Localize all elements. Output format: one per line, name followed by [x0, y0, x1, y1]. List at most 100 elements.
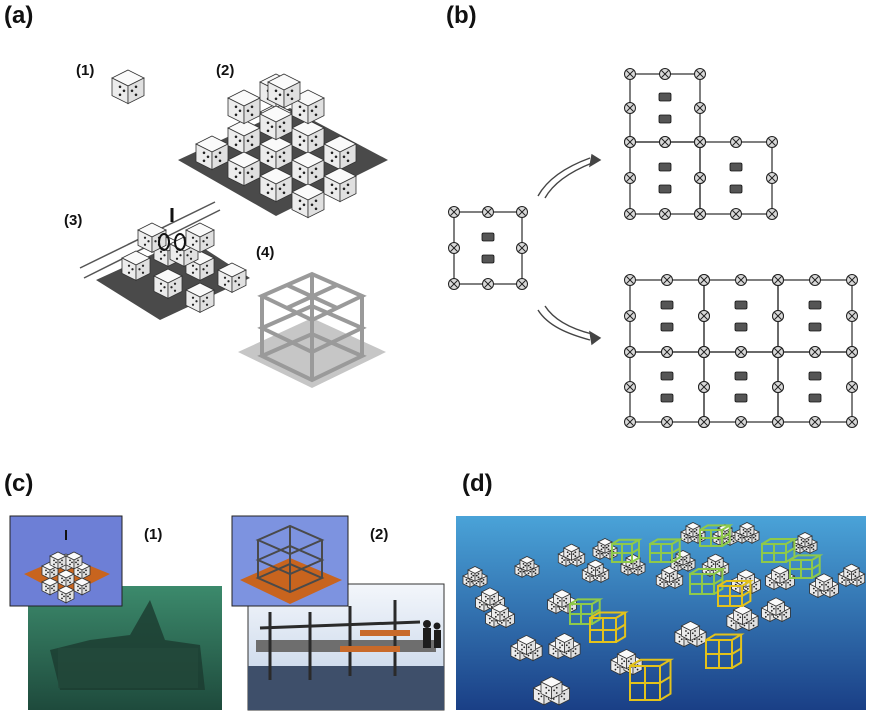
- grid-node: [694, 102, 706, 114]
- pyramid-cube: [227, 151, 261, 187]
- panel-a-illustrations: [79, 69, 388, 388]
- seabed-cube-cluster: [842, 563, 861, 581]
- grid-node: [624, 416, 636, 428]
- panel-c-sub2-label: (2): [370, 526, 389, 543]
- pyramid-cube: [323, 167, 357, 203]
- panel-c-sub1-label: (1): [144, 526, 163, 543]
- grid-node: [516, 206, 528, 218]
- grid-node: [809, 346, 821, 358]
- assembly-cube: [121, 250, 151, 282]
- seabed-cube-cluster: [519, 556, 535, 572]
- grid-node: [846, 416, 858, 428]
- anchor-block: [808, 322, 822, 332]
- grid-node: [624, 68, 636, 80]
- grid-node: [698, 310, 710, 322]
- seabed-cube-cluster: [562, 543, 581, 561]
- anchor-block: [658, 162, 672, 172]
- grid-node: [730, 136, 742, 148]
- grid-node: [659, 208, 671, 220]
- grid-node: [698, 381, 710, 393]
- grid-node: [772, 416, 784, 428]
- grid-node: [448, 242, 460, 254]
- inset-cube: [41, 561, 59, 580]
- grid-cell: [703, 279, 779, 353]
- grid-node: [735, 346, 747, 358]
- grid-node: [448, 278, 460, 290]
- grid-node: [624, 172, 636, 184]
- pyramid-cube: [323, 135, 357, 171]
- seabed-cube-cluster: [516, 635, 537, 656]
- grid-node: [516, 278, 528, 290]
- anchor-block: [660, 371, 674, 381]
- seabed-cube-cluster: [770, 565, 790, 585]
- grid-node: [661, 416, 673, 428]
- panel-d-seabed-render: [456, 516, 866, 710]
- panel-c-label: (c): [4, 470, 34, 497]
- grid-node: [698, 274, 710, 286]
- seabed-cube-cluster: [732, 605, 753, 626]
- grid-node: [809, 274, 821, 286]
- seabed-cube-cluster: [540, 676, 563, 700]
- grid-node: [624, 381, 636, 393]
- pyramid-cube: [195, 135, 229, 171]
- anchor-block: [658, 92, 672, 102]
- pyramid-top-cube: [267, 73, 301, 109]
- seabed-cube-cluster: [586, 559, 605, 577]
- seabed-cube-cluster: [814, 573, 834, 593]
- seabed-cube-cluster: [685, 522, 701, 538]
- panel-a-sub4-label: (4): [256, 244, 275, 261]
- grid-node: [624, 346, 636, 358]
- grid-node: [516, 242, 528, 254]
- arrow-down-icon: [537, 309, 591, 341]
- seabed-frame: [699, 524, 734, 547]
- panel-a-sub2-label: (2): [216, 62, 235, 79]
- seabed-cube-cluster: [467, 566, 483, 582]
- seabed-frame: [789, 554, 824, 579]
- seabed-cube-cluster: [597, 538, 613, 554]
- grid-node: [735, 416, 747, 428]
- anchor-block: [734, 322, 748, 332]
- anchor-block: [808, 393, 822, 403]
- pyramid-cube: [227, 119, 261, 155]
- grid-node: [772, 346, 784, 358]
- grid-node: [624, 102, 636, 114]
- grid-cell: [703, 351, 779, 423]
- grid-node: [846, 346, 858, 358]
- panel-a-sub1-label: (1): [76, 62, 95, 79]
- anchor-block: [734, 300, 748, 310]
- grid-cell: [777, 279, 853, 353]
- grid-cell: [629, 351, 705, 423]
- inset-cube: [73, 577, 91, 596]
- seabed-frame: [717, 579, 755, 607]
- grid-node: [766, 172, 778, 184]
- inset-cube: [41, 577, 59, 596]
- anchor-block: [660, 300, 674, 310]
- anchor-block: [729, 184, 743, 194]
- grid-node: [766, 136, 778, 148]
- seabed-cube-cluster: [706, 553, 725, 571]
- pyramid-cube: [227, 89, 261, 125]
- grid-node: [624, 274, 636, 286]
- grid-node: [698, 346, 710, 358]
- grid-node: [772, 274, 784, 286]
- seabed-cube-cluster: [680, 556, 696, 572]
- grid-node: [694, 68, 706, 80]
- assembly-cube: [217, 262, 247, 294]
- inset-cube: [65, 551, 83, 570]
- grid-node: [624, 136, 636, 148]
- seabed-frame: [761, 537, 799, 563]
- panel-b-grid-diagrams: [448, 68, 858, 428]
- anchor-block: [481, 232, 495, 242]
- expansion-arrows: [537, 153, 602, 346]
- grid-node: [846, 310, 858, 322]
- seabed-frame: [629, 658, 675, 701]
- assembly-cube: [153, 268, 183, 300]
- grid-node: [694, 172, 706, 184]
- grid-node: [661, 346, 673, 358]
- anchor-block: [734, 393, 748, 403]
- panel-d-label: (d): [462, 470, 493, 497]
- inset-cube: [49, 551, 67, 570]
- anchor-block: [481, 254, 495, 264]
- grid-node: [846, 274, 858, 286]
- panel-a-label: (a): [4, 2, 34, 29]
